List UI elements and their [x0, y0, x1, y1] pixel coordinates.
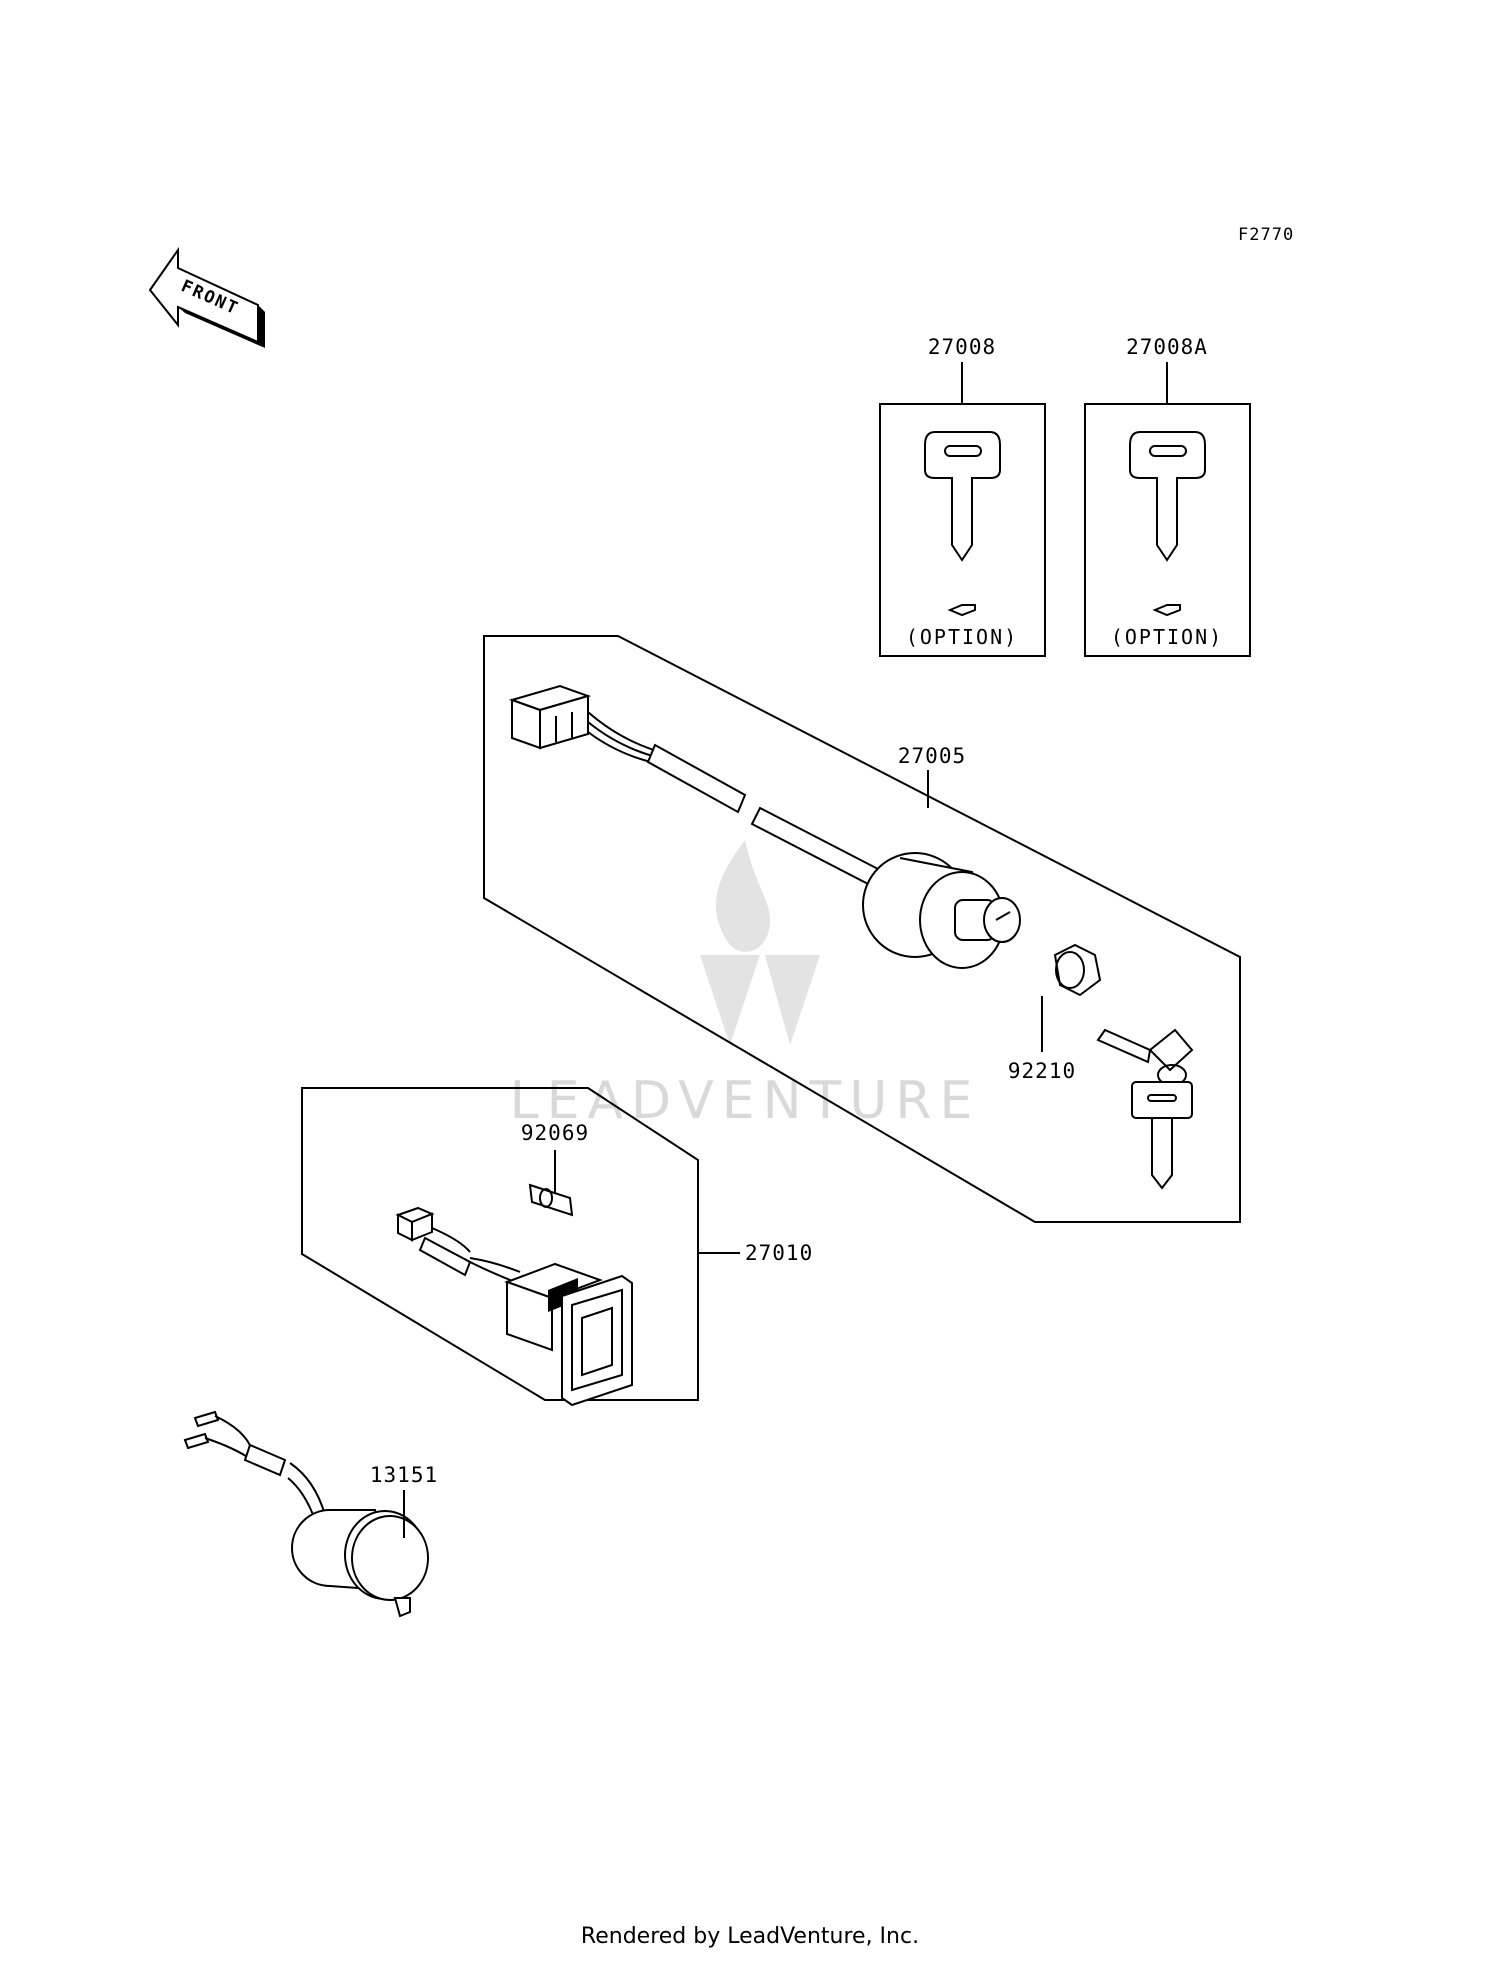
socket-cable-icon [243, 1443, 326, 1521]
socket-terminals-icon [183, 1410, 253, 1461]
part-number-27005: 27005 [898, 744, 966, 768]
part-number-27008: 27008 [928, 335, 996, 359]
key-icon [924, 431, 1001, 562]
switch-wires-icon [418, 1227, 521, 1283]
part-number-92210: 92210 [1008, 1059, 1076, 1083]
connector-icon [508, 684, 592, 750]
headlight-switch-group: 92069 27010 [301, 1087, 813, 1407]
wire-harness-icon [587, 711, 882, 888]
figure-code: F2770 [1238, 225, 1294, 245]
headlight-group-outline [301, 1087, 699, 1401]
part-number-27008a: 27008A [1126, 335, 1208, 359]
option-note: (OPTION) [1111, 625, 1223, 649]
key-blank-27008: 27008 (OPTION) [879, 335, 1046, 657]
key-blank-box [879, 403, 1046, 657]
ignition-switch-group: 27005 92210 [483, 635, 1241, 1223]
part-number-13151: 13151 [370, 1463, 438, 1487]
ignition-group-outline [483, 635, 1241, 1223]
front-arrow-icon: FRONT [148, 246, 265, 348]
headlight-switch-body-icon [504, 1262, 633, 1407]
ignition-switch-body-icon [862, 852, 1021, 969]
key-blank-alt-box [1084, 403, 1251, 657]
power-socket-group: 13151 [183, 1410, 438, 1618]
key-profile-icon [1152, 604, 1181, 617]
watermark-text: LEADVENTURE [510, 1071, 981, 1131]
ignition-keys-icon [1096, 1028, 1194, 1190]
option-note: (OPTION) [906, 625, 1018, 649]
footer-credit: Rendered by LeadVenture, Inc. [581, 1924, 919, 1949]
bulb-icon [528, 1183, 574, 1217]
watermark: LEADVENTURE [510, 840, 981, 1131]
key-profile-icon [947, 604, 976, 617]
key-blank-27008a: 27008A (OPTION) [1084, 335, 1251, 657]
part-number-27010: 27010 [745, 1241, 813, 1265]
power-socket-body-icon [291, 1509, 429, 1618]
watermark-logo-icon [700, 840, 820, 1045]
nut-icon [1053, 943, 1102, 997]
switch-connector-icon [395, 1206, 435, 1242]
key-icon [1129, 431, 1206, 562]
part-number-92069: 92069 [521, 1121, 589, 1145]
